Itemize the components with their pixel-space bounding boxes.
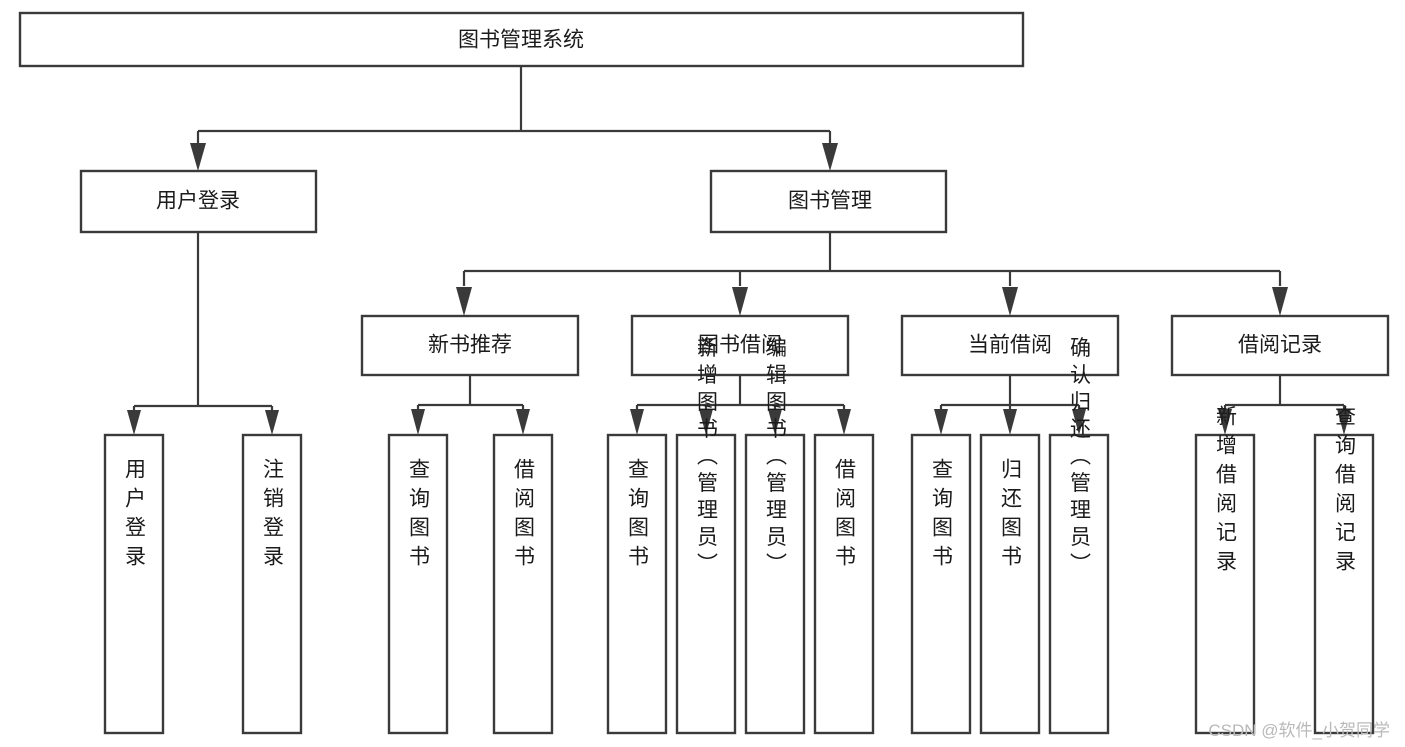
node-root-label: 图书管理系统	[458, 29, 584, 52]
leaf-nbr-borrow-label: 借阅图书	[512, 458, 536, 574]
connector-layer	[127, 66, 1351, 435]
leaf-nbr-query-box[interactable]	[387, 433, 449, 735]
node-current-borrow[interactable]: 当前借阅	[900, 314, 1120, 377]
arrowhead-book-borrow	[732, 287, 748, 316]
node-new-book-rec-label: 新书推荐	[428, 334, 512, 357]
leaf-nbr-borrow[interactable]: 借阅图书	[492, 433, 554, 735]
watermark: CSDN @软件_小贺同学	[1208, 721, 1390, 740]
arrowhead-leaf-cb-return	[1003, 409, 1017, 435]
node-user-login[interactable]: 用户登录	[79, 169, 318, 234]
leaf-cb-query-label: 查询图书	[930, 458, 954, 574]
leaf-br-query[interactable]: 查询借阅记录	[1313, 405, 1375, 735]
arrowhead-leaf-nbr-query	[411, 409, 425, 435]
leaf-br-add-label: 新增借阅记录	[1214, 405, 1238, 579]
node-new-book-rec[interactable]: 新书推荐	[360, 314, 580, 377]
leaf-cb-return[interactable]: 归还图书	[979, 433, 1041, 735]
leaf-br-query-box[interactable]	[1313, 433, 1375, 735]
arrowhead-new-book-rec	[456, 287, 472, 316]
leaf-cb-query-box[interactable]	[910, 433, 972, 735]
arrowhead-user-login	[190, 143, 206, 171]
leaf-bb-borrow-label: 借阅图书	[833, 458, 857, 574]
node-book-manage-label: 图书管理	[788, 190, 872, 213]
leaf-nbr-borrow-box[interactable]	[492, 433, 554, 735]
leaf-cb-confirm-box[interactable]	[1048, 433, 1110, 735]
arrowhead-leaf-nbr-borrow	[516, 409, 530, 435]
leaf-logout[interactable]: 注销登录	[241, 433, 303, 735]
leaf-cb-query[interactable]: 查询图书	[910, 433, 972, 735]
leaf-cb-confirm-label: 确认归还（管理员）	[1068, 337, 1092, 580]
arrowhead-leaf-user-login	[127, 410, 141, 435]
leaf-logout-box[interactable]	[241, 433, 303, 735]
arrowhead-current-borrow	[1002, 287, 1018, 316]
arrowhead-leaf-bb-borrow	[837, 409, 851, 435]
arrowhead-book-manage	[822, 143, 838, 171]
leaf-bb-add[interactable]: 新增图书（管理员）	[675, 337, 737, 735]
arrowhead-leaf-cb-confirm	[1072, 409, 1086, 435]
node-user-login-box[interactable]	[79, 169, 318, 234]
leaf-bb-add-label: 新增图书（管理员）	[695, 337, 719, 580]
arrowhead-borrow-record	[1272, 287, 1288, 316]
node-new-book-rec-box[interactable]	[360, 314, 580, 377]
node-current-borrow-label: 当前借阅	[968, 334, 1052, 357]
node-borrow-record-label: 借阅记录	[1238, 334, 1322, 357]
node-current-borrow-box[interactable]	[900, 314, 1120, 377]
arrowhead-leaf-bb-edit	[768, 409, 782, 435]
node-book-borrow[interactable]: 图书借阅	[630, 314, 850, 377]
node-book-borrow-label: 图书借阅	[698, 334, 782, 357]
leaf-logout-label: 注销登录	[261, 458, 285, 574]
leaf-bb-query-box[interactable]	[606, 433, 668, 735]
node-root-box[interactable]	[18, 11, 1025, 68]
node-book-borrow-box[interactable]	[630, 314, 850, 377]
leaf-br-add[interactable]: 新增借阅记录	[1194, 405, 1256, 735]
node-user-login-label: 用户登录	[156, 190, 240, 213]
leaf-cb-confirm[interactable]: 确认归还（管理员）	[1048, 337, 1110, 735]
leaf-bb-borrow-box[interactable]	[813, 433, 875, 735]
arrowhead-leaf-logout	[265, 410, 279, 435]
arrowhead-leaf-bb-query	[630, 409, 644, 435]
leaf-br-add-box[interactable]	[1194, 433, 1256, 735]
leaf-user-login-box[interactable]	[103, 433, 165, 735]
leaf-cb-return-box[interactable]	[979, 433, 1041, 735]
node-book-manage[interactable]: 图书管理	[709, 169, 948, 234]
leaf-bb-edit-label: 编辑图书（管理员）	[764, 337, 788, 580]
leaf-bb-edit[interactable]: 编辑图书（管理员）	[744, 337, 806, 735]
leaf-bb-query[interactable]: 查询图书	[606, 433, 668, 735]
leaf-bb-add-box[interactable]	[675, 433, 737, 735]
node-root[interactable]: 图书管理系统	[18, 11, 1025, 68]
leaf-bb-edit-box[interactable]	[744, 433, 806, 735]
arrowhead-leaf-bb-add	[699, 409, 713, 435]
leaf-user-login[interactable]: 用户登录	[103, 433, 165, 735]
arrowhead-leaf-br-add	[1218, 409, 1232, 435]
leaf-nbr-query-label: 查询图书	[407, 458, 431, 574]
leaf-cb-return-label: 归还图书	[999, 458, 1023, 574]
node-borrow-record-box[interactable]	[1170, 314, 1390, 377]
leaf-user-login-label: 用户登录	[123, 458, 147, 574]
leaf-br-query-label: 查询借阅记录	[1333, 405, 1357, 579]
arrowhead-leaf-cb-query	[934, 409, 948, 435]
leaf-nbr-query[interactable]: 查询图书	[387, 433, 449, 735]
leaf-bb-borrow[interactable]: 借阅图书	[813, 433, 875, 735]
leaf-bb-query-label: 查询图书	[626, 458, 650, 574]
node-borrow-record[interactable]: 借阅记录	[1170, 314, 1390, 377]
arrowhead-leaf-br-query	[1337, 409, 1351, 435]
node-book-manage-box[interactable]	[709, 169, 948, 234]
